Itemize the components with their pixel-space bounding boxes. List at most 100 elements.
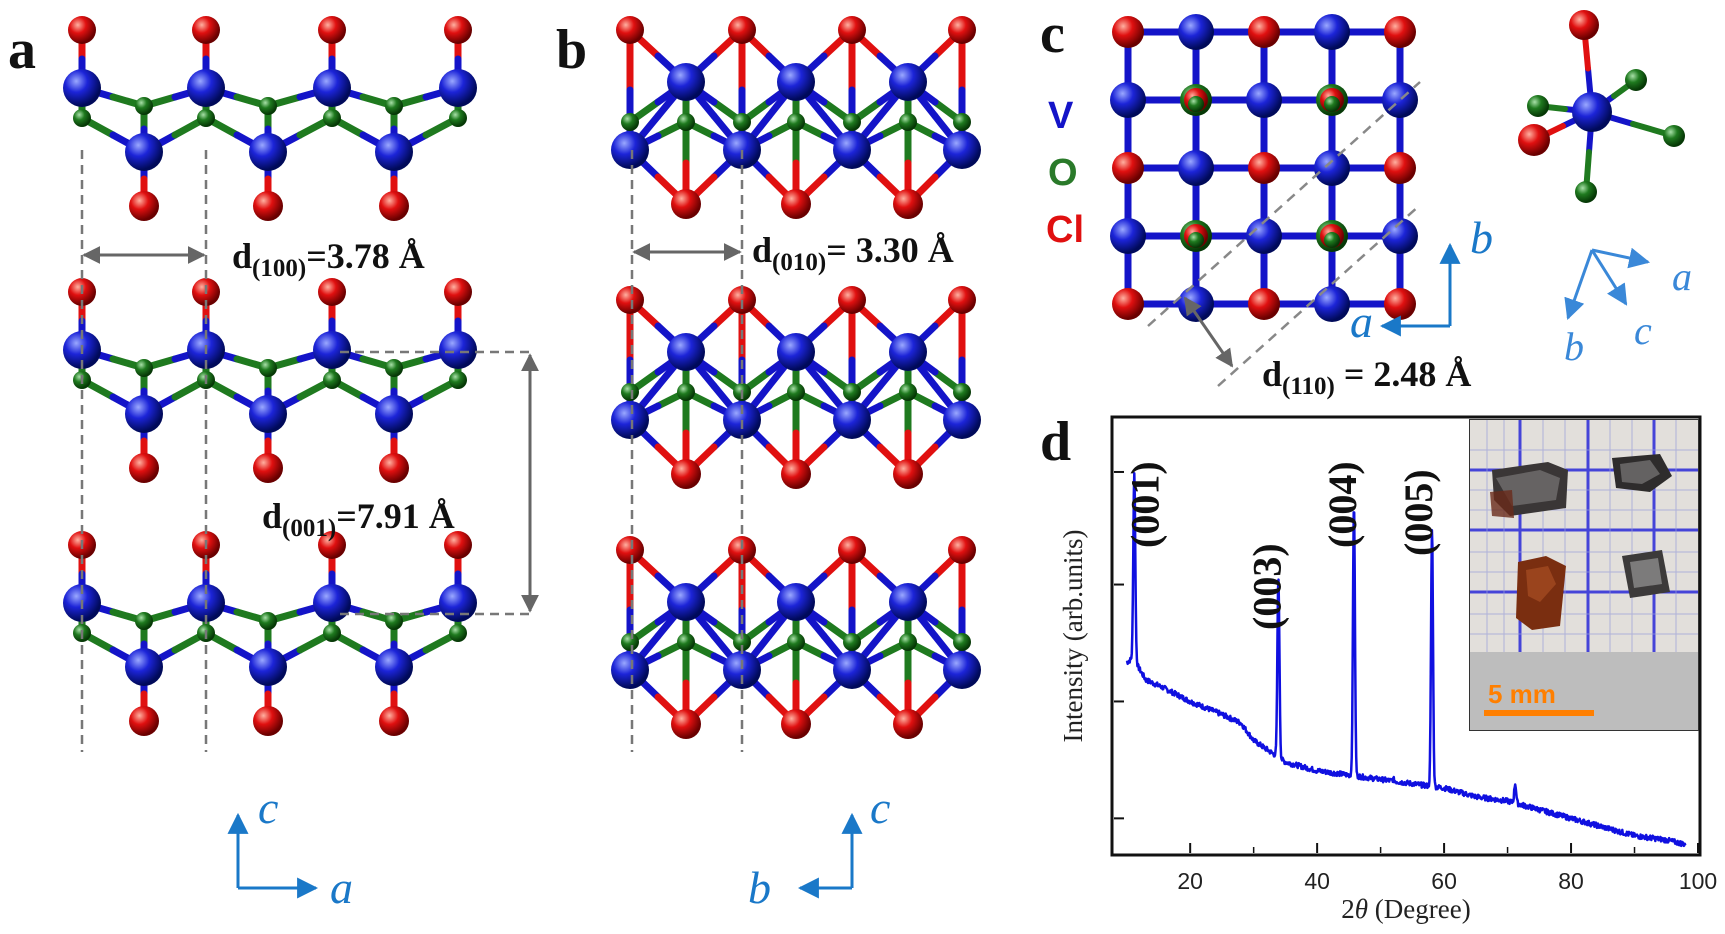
legend-o: O (1048, 152, 1078, 194)
v-atom (439, 584, 477, 622)
panel-c-annotations (1147, 81, 1421, 387)
cl-atom (253, 191, 283, 221)
v-atom (1178, 286, 1214, 322)
o-atom (323, 109, 341, 127)
v-atom (249, 648, 287, 686)
d110-arrow (1183, 296, 1234, 368)
o-atom (1663, 125, 1685, 147)
v-atom (1382, 218, 1418, 254)
scale-bar-label: 5 mm (1488, 679, 1556, 709)
v-atom (187, 69, 225, 107)
v-atom (1110, 218, 1146, 254)
v-atom (249, 133, 287, 171)
v-atom (889, 333, 927, 371)
octahedron-axes: a b c (1564, 247, 1692, 369)
o-atom (621, 113, 639, 131)
o-atom (843, 113, 861, 131)
peak-label: (004) (1320, 461, 1365, 548)
o-atom (621, 383, 639, 401)
y-axis-title: Intensity (arb.units) (1058, 530, 1088, 743)
o-atom (1575, 181, 1597, 203)
cl-atom (616, 286, 644, 314)
o-atom (449, 371, 467, 389)
element-legend: V O Cl (1046, 95, 1084, 251)
cl-atom (1112, 288, 1144, 320)
panel-c-label: c (1040, 3, 1065, 65)
d001-label: d(001)=7.91 Å (262, 496, 455, 542)
o-atom (953, 633, 971, 651)
o-atom (259, 612, 277, 630)
v-atom (611, 131, 649, 169)
cl-atom (671, 189, 701, 219)
cl-atom (379, 453, 409, 483)
o-atom (677, 383, 695, 401)
octa-axis-b: b (1564, 324, 1584, 369)
cl-atom (1569, 10, 1599, 40)
peak-label: (003) (1244, 543, 1289, 630)
d010-label: d(010)= 3.30 Å (752, 230, 954, 276)
cl-atom (893, 189, 923, 219)
panel-a-annotations (80, 150, 539, 752)
cl-atom (671, 459, 701, 489)
peak-label: (005) (1396, 469, 1441, 556)
d100-label: d(100)=3.78 Å (232, 236, 425, 282)
octa-axis-a: a (1672, 254, 1692, 299)
cl-atom (444, 531, 472, 559)
cl-atom (781, 459, 811, 489)
v-atom (777, 63, 815, 101)
o-atom (621, 633, 639, 651)
panel-a-axes: c a (227, 782, 353, 913)
cl-atom (948, 286, 976, 314)
o-atom (385, 612, 403, 630)
o-atom (1188, 96, 1204, 112)
x-tick-label: 60 (1431, 868, 1457, 894)
v-atom (611, 401, 649, 439)
v-atom (1246, 82, 1282, 118)
o-atom (953, 383, 971, 401)
panel-a-axis-c: c (258, 782, 278, 833)
o-atom (449, 109, 467, 127)
xrd-plot-frame (1110, 415, 1702, 857)
cl-atom (728, 16, 756, 44)
panel-b-annotations (630, 150, 744, 752)
o-atom (843, 633, 861, 651)
cl-atom (781, 189, 811, 219)
scale-bar (1484, 710, 1594, 716)
cl-atom (129, 453, 159, 483)
cl-atom (616, 16, 644, 44)
v-atom (439, 331, 477, 369)
v-atom (375, 395, 413, 433)
cl-atom (893, 709, 923, 739)
o-atom (323, 371, 341, 389)
v-atom (833, 131, 871, 169)
cl-atom (1112, 152, 1144, 184)
v-atom (375, 133, 413, 171)
cl-atom (948, 16, 976, 44)
o-atom (1527, 95, 1549, 117)
xrd-pattern-line (1125, 472, 1687, 848)
o-atom (73, 109, 91, 127)
cl-atom (318, 278, 346, 306)
v-atom (943, 131, 981, 169)
v-atom (1178, 14, 1214, 50)
cl-atom (1384, 288, 1416, 320)
cl-atom (318, 16, 346, 44)
panel-a-label: a (8, 19, 36, 81)
peak-labels: (001)(003)(004)(005) (1122, 461, 1441, 630)
x-tick-label: 20 (1177, 868, 1203, 894)
o-atom (1324, 232, 1340, 248)
legend-cl: Cl (1046, 209, 1084, 251)
o-atom (677, 113, 695, 131)
panel-c-axis-a: a (1350, 296, 1373, 347)
o-atom (323, 624, 341, 642)
v-atom (667, 583, 705, 621)
v-atom (723, 651, 761, 689)
cl-atom (1248, 288, 1280, 320)
cl-atom (1248, 152, 1280, 184)
panel-a-axis-a: a (330, 862, 353, 913)
cl-atom (379, 191, 409, 221)
cl-atom (192, 16, 220, 44)
v-atom (375, 648, 413, 686)
cl-atom (728, 536, 756, 564)
o-atom (899, 633, 917, 651)
